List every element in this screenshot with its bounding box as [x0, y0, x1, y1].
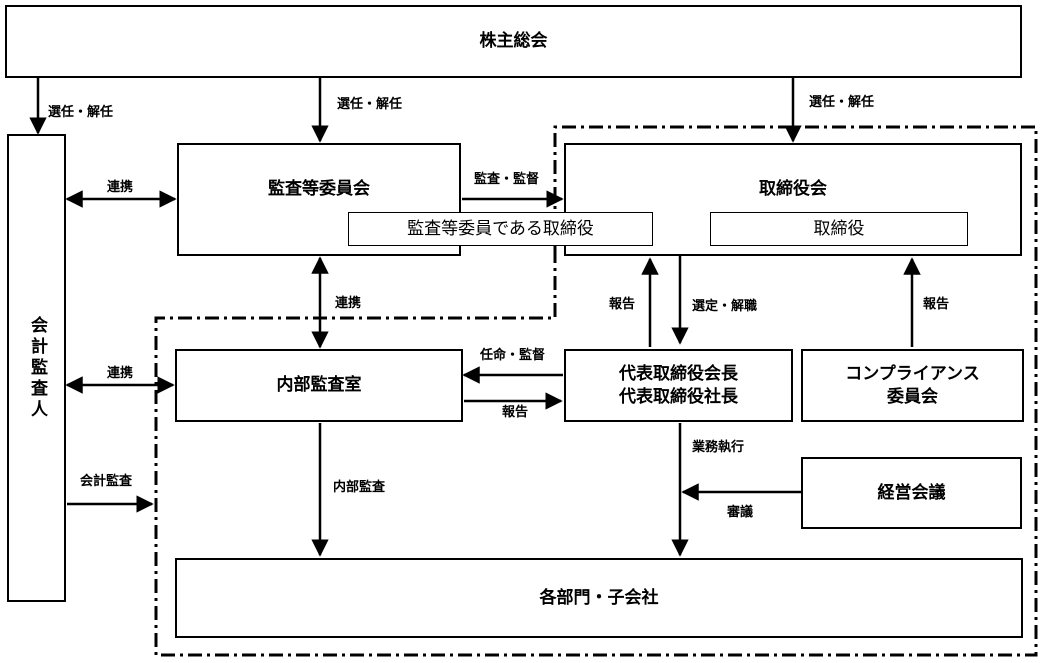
label-appoint-supervise: 任命・監督 — [480, 348, 546, 363]
label-appoint-dismiss: 選定・解職 — [692, 299, 758, 314]
representative-line1: 代表取締役会長 — [619, 363, 738, 384]
compliance-line1: コンプライアンス — [845, 363, 980, 384]
label-report-2: 報告 — [923, 297, 950, 312]
label-elect-dismiss-auditor: 選任・解任 — [48, 105, 114, 120]
audit-committee-director-label: 監査等委員である取締役 — [407, 218, 594, 239]
label-elect-dismiss-board: 選任・解任 — [809, 95, 875, 110]
compliance-committee-box: コンプライアンス 委員会 — [801, 349, 1024, 422]
label-internal-audit-flow: 内部監査 — [333, 480, 386, 495]
audit-committee-box: 監査等委員会 — [177, 143, 461, 256]
departments-box: 各部門・子会社 — [175, 558, 1023, 638]
management-meeting-label: 経営会議 — [877, 482, 946, 503]
label-audit-supervise: 監査・監督 — [474, 172, 540, 187]
company-boundary — [154, 125, 1038, 657]
label-liaison-2: 連携 — [107, 366, 134, 381]
compliance-line2: 委員会 — [887, 386, 938, 407]
label-report-1: 報告 — [609, 297, 636, 312]
director-label: 取締役 — [813, 218, 865, 239]
accounting-auditor-label: 会計監査人 — [26, 315, 47, 421]
accounting-auditor-box: 会計監査人 — [7, 134, 66, 602]
board-label: 取締役会 — [759, 179, 827, 199]
label-accounting-audit: 会計監査 — [80, 474, 133, 489]
label-liaison-1: 連携 — [107, 180, 134, 195]
label-liaison-3: 連携 — [335, 296, 362, 311]
label-business-execution: 業務執行 — [692, 440, 745, 455]
management-meeting-box: 経営会議 — [801, 457, 1022, 529]
label-elect-dismiss-committee: 選任・解任 — [337, 97, 403, 112]
shareholders-meeting-box: 株主総会 — [5, 5, 1022, 78]
audit-committee-label: 監査等委員会 — [268, 179, 370, 199]
representative-line2: 代表取締役社長 — [619, 386, 738, 407]
shareholders-meeting-label: 株主総会 — [479, 31, 548, 52]
internal-audit-box: 内部監査室 — [175, 349, 463, 422]
internal-audit-label: 内部監査室 — [276, 375, 362, 396]
label-deliberation: 審議 — [727, 505, 754, 520]
audit-committee-director-box: 監査等委員である取締役 — [348, 212, 653, 246]
label-report-3: 報告 — [502, 405, 529, 420]
representative-director-box: 代表取締役会長 代表取締役社長 — [564, 349, 793, 422]
director-box: 取締役 — [710, 212, 968, 246]
departments-label: 各部門・子会社 — [539, 587, 659, 608]
